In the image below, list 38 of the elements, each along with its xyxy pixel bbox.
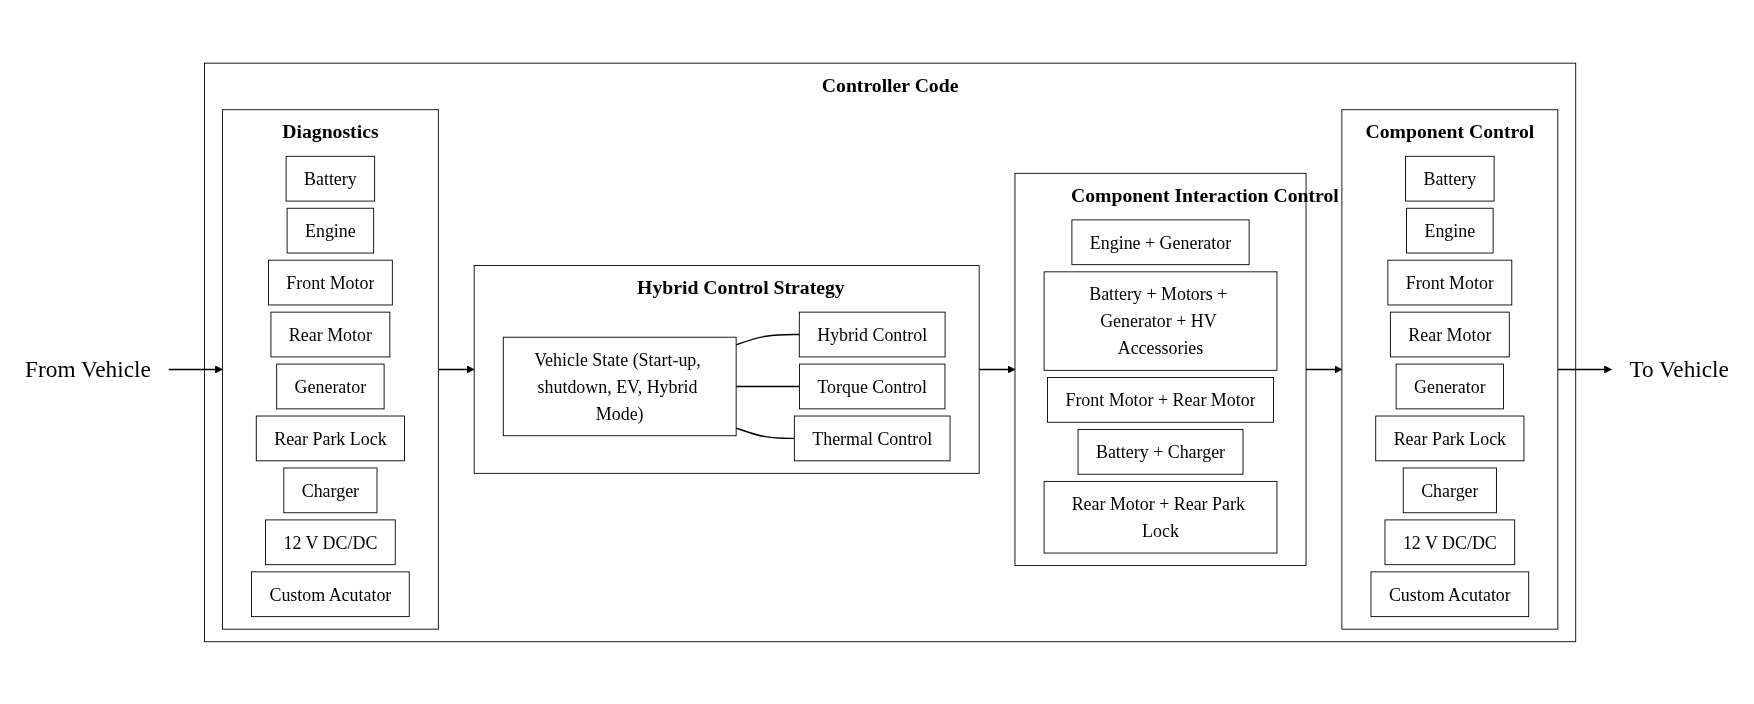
node-box: Generator <box>1395 363 1504 409</box>
node-box: Engine <box>1406 207 1494 254</box>
arrow <box>168 365 223 373</box>
node-text: From Vehicle <box>25 356 151 382</box>
node-box: Front Motor <box>1387 259 1513 305</box>
node-text: To Vehicle <box>1629 356 1729 382</box>
node-box: Custom Acutator <box>251 570 410 617</box>
node-box: Generator <box>276 363 385 409</box>
node-box: Charger <box>1402 467 1497 513</box>
node-box: Thermal Control <box>793 415 951 461</box>
node-box: Battery + Motors + Generator + HV Accessories <box>1043 270 1278 371</box>
connector <box>735 426 795 439</box>
node-box: Rear Motor + Rear Park Lock <box>1043 480 1278 554</box>
node-box: Battery <box>285 155 376 202</box>
node-box: Engine <box>286 207 375 254</box>
node-box: Rear Motor <box>270 311 391 357</box>
node-box: Front Motor <box>268 259 393 305</box>
node-box: Torque Control <box>799 363 946 409</box>
node-box: 12 V DC/DC <box>1384 519 1516 565</box>
node-label: Component Interaction Control <box>1070 183 1339 207</box>
node-box: Rear Motor <box>1389 311 1510 357</box>
node-box: Vehicle State (Start-up, shutdown, EV, Hybrid Mode) <box>502 336 737 436</box>
arrow <box>437 365 475 373</box>
node-box: Engine + Generator <box>1071 219 1250 265</box>
connector <box>735 333 800 346</box>
node-box: Custom Acutator <box>1370 570 1530 617</box>
node-box: Hybrid Control <box>798 311 946 357</box>
node-box: Battery + Charger <box>1077 428 1244 475</box>
arrow <box>1305 365 1343 373</box>
node-box: Charger <box>283 467 378 513</box>
connector <box>735 385 801 387</box>
node-box: 12 V DC/DC <box>265 519 396 565</box>
arrow <box>1557 365 1612 373</box>
node-box: Rear Park Lock <box>1375 415 1525 461</box>
arrow <box>978 365 1016 373</box>
node-box: Rear Park Lock <box>255 415 405 461</box>
node-box: Front Motor + Rear Motor <box>1047 376 1274 423</box>
node-box: Battery <box>1405 155 1495 202</box>
